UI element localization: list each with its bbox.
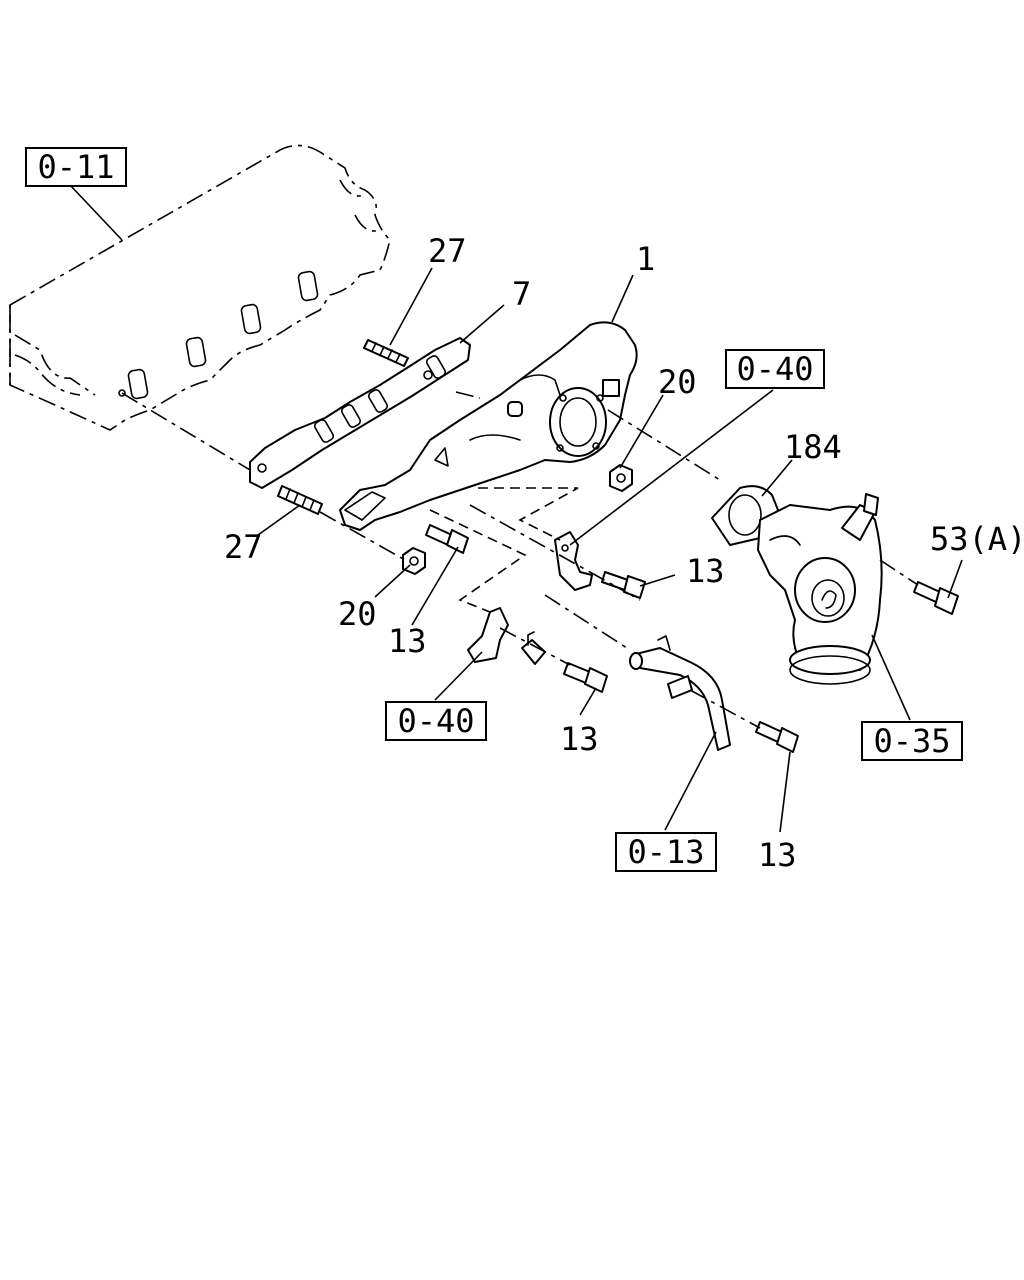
stud-bolt-left xyxy=(277,485,323,515)
svg-text:0-11: 0-11 xyxy=(37,148,114,186)
callout-part-20-right: 20 xyxy=(658,363,697,401)
callout-part-53a: 53(A) xyxy=(930,520,1024,558)
reference-box-0-35[interactable]: 0-35 xyxy=(861,721,963,761)
bolt-bottom xyxy=(563,662,608,693)
bolt-left xyxy=(425,524,469,554)
reference-box-0-11[interactable]: 0-11 xyxy=(25,147,127,187)
svg-text:0-35: 0-35 xyxy=(873,722,950,760)
callout-part-13-bottom: 13 xyxy=(560,720,599,758)
leader-lines xyxy=(69,184,963,833)
stud-bolt-top xyxy=(363,339,409,367)
bracket-lower xyxy=(467,607,546,665)
water-pipe xyxy=(629,635,731,751)
assembly-lines xyxy=(121,391,919,729)
callout-labels: 27 7 1 20 184 53(A) 13 27 20 13 13 13 xyxy=(224,232,1024,874)
callout-part-1: 1 xyxy=(636,240,655,278)
svg-text:0-40: 0-40 xyxy=(397,702,474,740)
callout-part-13-left: 13 xyxy=(388,622,427,660)
bracket-upper xyxy=(554,531,593,591)
reference-box-0-40-top[interactable]: 0-40 xyxy=(725,349,825,389)
svg-text:0-13: 0-13 xyxy=(627,833,704,871)
callout-part-20-left: 20 xyxy=(338,595,377,633)
svg-text:0-40: 0-40 xyxy=(736,350,813,388)
callout-part-27-top: 27 xyxy=(428,232,467,270)
bolt-right xyxy=(755,721,799,753)
nut-left xyxy=(402,547,426,575)
nut-right xyxy=(609,464,633,492)
turbocharger-elbow xyxy=(757,493,883,685)
manifold-gasket xyxy=(249,337,471,489)
callout-part-13-mid: 13 xyxy=(686,552,725,590)
reference-box-0-40-bottom[interactable]: 0-40 xyxy=(385,701,487,741)
bolt-53a xyxy=(913,581,959,615)
callout-part-27-left: 27 xyxy=(224,528,263,566)
reference-box-0-13[interactable]: 0-13 xyxy=(615,832,717,872)
cylinder-head-outline xyxy=(9,144,391,431)
exhaust-manifold xyxy=(339,321,638,531)
bolt-mid xyxy=(601,571,646,599)
callout-part-13-right: 13 xyxy=(758,836,797,874)
callout-part-184: 184 xyxy=(784,428,842,466)
callout-part-7: 7 xyxy=(512,275,531,313)
